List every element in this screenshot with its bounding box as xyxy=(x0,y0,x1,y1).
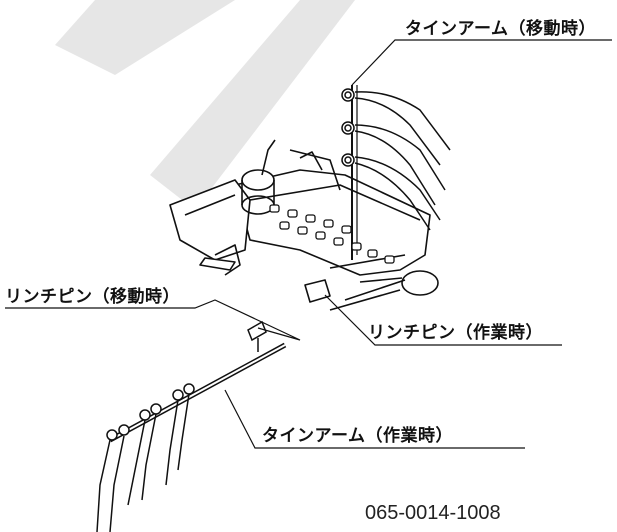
tine-coil-row xyxy=(106,383,195,441)
tine-arm-work xyxy=(96,320,287,532)
leader-linch-pin-work xyxy=(324,294,562,346)
leader-lines xyxy=(5,39,612,449)
label-tine-arm-transport: タインアーム（移動時） xyxy=(405,19,596,39)
label-linch-pin-work: リンチピン（作業時） xyxy=(368,323,543,343)
label-tine-arm-work: タインアーム（作業時） xyxy=(262,426,453,446)
tine-arm-transport xyxy=(341,88,451,231)
tine-coil xyxy=(341,88,355,167)
watermark xyxy=(55,0,355,210)
plate-holes xyxy=(269,204,395,264)
leader-tine-arm-transport xyxy=(351,39,612,86)
label-linch-pin-transport: リンチピン（移動時） xyxy=(5,287,180,307)
leader-tine-arm-work xyxy=(224,389,525,449)
figure-code: 065-0014-1008 xyxy=(365,502,501,524)
leader-linch-pin-transport xyxy=(5,299,301,341)
